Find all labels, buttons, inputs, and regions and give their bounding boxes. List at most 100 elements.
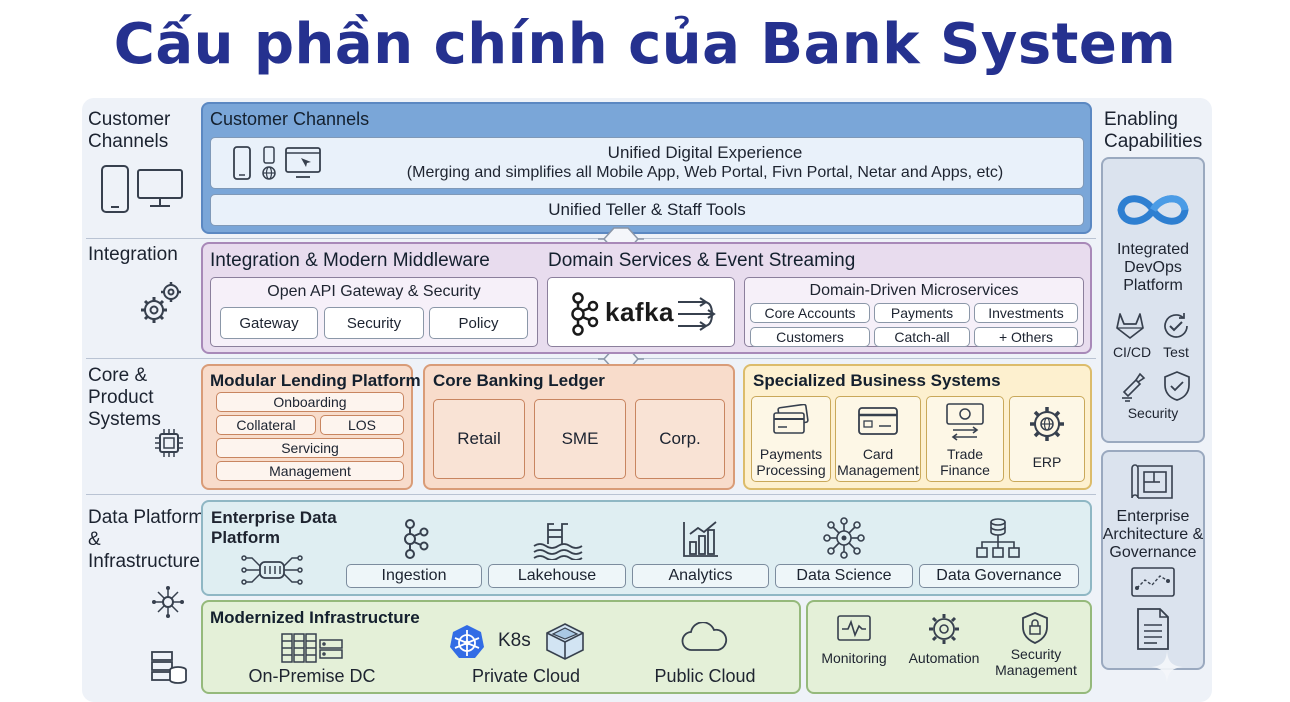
lending-item: LOS <box>320 415 404 435</box>
test-label: Test <box>1163 344 1189 360</box>
document-icon <box>1135 606 1171 652</box>
payments-processing-label: Payments Processing <box>756 446 826 478</box>
data-governance-icon <box>976 517 1020 559</box>
ea-title: Enterprise Architecture & Governance <box>1102 508 1204 561</box>
ledger-item: Corp. <box>635 399 725 479</box>
lending-item: Onboarding <box>216 392 404 412</box>
blueprint-icon <box>1128 462 1176 502</box>
monitoring-icon <box>836 614 872 642</box>
server-rack-icon <box>280 632 346 664</box>
edp-item-data-governance: Data Governance <box>919 564 1079 588</box>
container-cube-icon <box>545 622 585 660</box>
row-separator <box>86 358 1096 359</box>
mobile-icon <box>100 164 130 214</box>
automation-gear-icon <box>926 611 962 647</box>
network-icon <box>150 584 186 620</box>
lending-title: Modular Lending Platform <box>210 371 421 390</box>
teller-tools-box: Unified Teller & Staff Tools <box>210 194 1084 226</box>
data-pipeline-icon <box>240 550 304 590</box>
microservice-item: Payments <box>874 303 970 323</box>
trade-finance-label: Trade Finance <box>940 446 990 478</box>
edp-item-analytics: Analytics <box>632 564 769 588</box>
lakehouse-icon <box>532 520 584 560</box>
analytics-icon <box>682 520 720 558</box>
edp-item-data-science: Data Science <box>775 564 913 588</box>
api-policy-item: Policy <box>429 307 528 339</box>
card-management-card <box>835 396 921 482</box>
microservice-item: Catch-all <box>874 327 970 347</box>
devops-title: Integrated DevOps Platform <box>1116 241 1190 294</box>
ledger-item: Retail <box>433 399 525 479</box>
row-separator <box>86 494 1096 495</box>
gears-icon <box>136 278 186 328</box>
security-tools-icon <box>1118 370 1148 402</box>
lending-item: Servicing <box>216 438 404 458</box>
edp-title: Enterprise Data Platform <box>211 508 337 547</box>
enabling-title: Enabling Capabilities <box>1104 109 1203 152</box>
erp-gear-icon <box>1027 404 1067 444</box>
database-icon <box>150 650 188 686</box>
globe-icon <box>260 145 278 181</box>
microservice-item: + Others <box>974 327 1078 347</box>
label-integration: Integration <box>88 244 178 265</box>
kafka-icon <box>568 291 600 337</box>
k8s-label: K8s <box>498 630 531 651</box>
roadmap-icon <box>1130 566 1176 598</box>
label-customer-channels: Customer Channels <box>88 109 171 152</box>
label-core-product: Core & Product Systems <box>88 365 161 430</box>
trade-money-icon <box>945 402 985 442</box>
trade-finance-card <box>926 396 1004 482</box>
chip-icon <box>152 426 186 460</box>
kubernetes-icon <box>449 624 485 660</box>
infra-panel <box>201 600 801 694</box>
devops-infinity-icon <box>1113 190 1193 230</box>
automation-label: Automation <box>908 650 980 666</box>
ledger-item: SME <box>534 399 626 479</box>
card-management-label: Card Management <box>837 446 919 478</box>
domain-services-title: Domain Services & Event Streaming <box>548 250 856 271</box>
label-data-platform: Data Platform & Infrastructure <box>88 507 205 572</box>
payments-processing-card <box>751 396 831 482</box>
stream-arrows-icon <box>676 294 722 334</box>
cicd-label: CI/CD <box>1112 344 1152 360</box>
ea-panel <box>1101 450 1205 670</box>
unified-digital-box <box>210 137 1084 189</box>
gitlab-icon <box>1114 310 1146 340</box>
edp-item-lakehouse: Lakehouse <box>488 564 626 588</box>
on-prem-label: On-Premise DC <box>248 666 376 686</box>
edp-item-ingestion: Ingestion <box>346 564 482 588</box>
monitoring-label: Monitoring <box>821 650 887 666</box>
security-management-label: Security Management <box>995 646 1077 678</box>
infra-title: Modernized Infrastructure <box>210 608 420 627</box>
kafka-label: kafka <box>605 297 674 327</box>
ledger-title: Core Banking Ledger <box>433 371 605 390</box>
payment-cards-icon <box>771 404 811 436</box>
shield-check-icon <box>1162 370 1192 402</box>
api-security-item: Security <box>324 307 424 339</box>
desktop-icon <box>284 146 322 180</box>
public-cloud-label: Public Cloud <box>654 666 756 686</box>
data-science-icon <box>822 516 866 560</box>
unified-digital-desc: (Merging and simplifies all Mobile App, … <box>406 164 1004 181</box>
cloud-icon <box>680 622 728 654</box>
specialized-title: Specialized Business Systems <box>753 371 1001 390</box>
unified-digital-title: Unified Digital Experience <box>607 143 803 162</box>
devops-security-label: Security <box>1127 405 1179 421</box>
desktop-icon <box>136 168 184 210</box>
customer-channels-title: Customer Channels <box>210 109 370 129</box>
erp-label: ERP <box>1032 454 1062 470</box>
api-gateway-item: Gateway <box>220 307 318 339</box>
page-title: Cấu phần chính của Bank System <box>113 12 1177 77</box>
test-check-icon <box>1160 310 1192 342</box>
security-shield-icon <box>1020 611 1050 645</box>
sparkle-icon <box>1150 650 1184 684</box>
microservice-item: Investments <box>974 303 1078 323</box>
middleware-title: Integration & Modern Middleware <box>210 250 490 271</box>
api-gateway-title: Open API Gateway & Security <box>267 283 481 300</box>
mobile-icon <box>232 145 252 181</box>
microservice-item: Customers <box>750 327 870 347</box>
row-separator <box>86 238 1096 239</box>
microservices-title: Domain-Driven Microservices <box>809 282 1019 299</box>
microservice-item: Core Accounts <box>750 303 870 323</box>
lending-item: Management <box>216 461 404 481</box>
